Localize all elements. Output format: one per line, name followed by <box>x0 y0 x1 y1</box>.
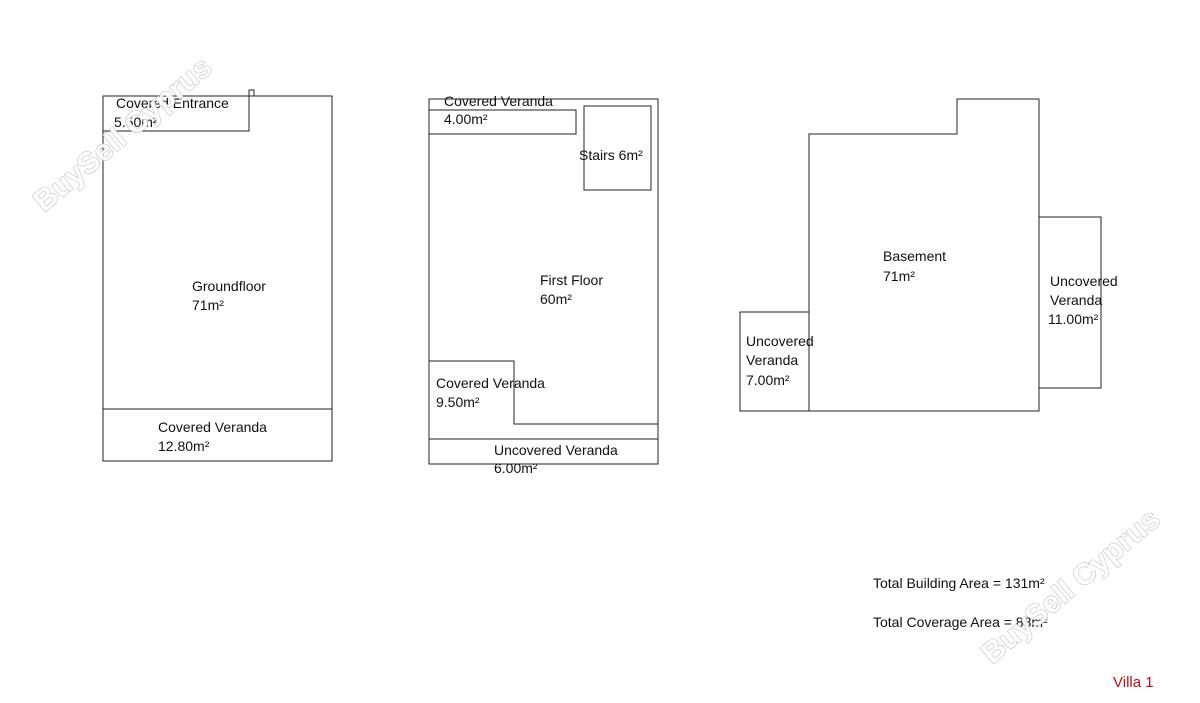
basement-area: 71m² <box>883 268 915 284</box>
basement-right-veranda-area: 11.00m² <box>1048 311 1099 327</box>
total-coverage-area: Total Coverage Area = 88m² <box>873 614 1048 630</box>
villa-label: Villa 1 <box>1113 674 1154 691</box>
first-floor-top-veranda <box>429 109 577 135</box>
total-building-area: Total Building Area = 131m² <box>873 575 1045 591</box>
first-floor-bottom-veranda <box>429 360 658 425</box>
ground-floor-plan: Covered Entrance 5.50m² Groundfloor 71m²… <box>102 89 333 462</box>
covered-entrance-room <box>102 95 250 132</box>
ff-veranda-bottom-name: Covered Veranda <box>436 375 545 391</box>
ff-veranda-top-area: 4.00m² <box>444 111 488 127</box>
groundfloor-veranda-area: 12.80m² <box>158 438 210 454</box>
first-floor-plan: Covered Veranda 4.00m² Stairs 6m² First … <box>428 93 659 476</box>
ff-veranda-top-name: Covered Veranda <box>444 93 553 109</box>
basement-plan: Basement 71m² Uncovered Veranda 11.00m² … <box>739 98 1118 412</box>
watermark-top-left: BuySell Cyprus <box>27 51 218 219</box>
ff-uncovered-area: 6.00m² <box>494 460 538 476</box>
first-floor-name: First Floor <box>540 272 603 288</box>
basement-left-veranda <box>739 311 810 412</box>
basement-left-veranda-line2: Veranda <box>746 352 798 368</box>
basement-right-veranda-line2: Veranda <box>1050 292 1102 308</box>
basement-left-veranda-line1: Uncovered <box>746 333 814 349</box>
basement-right-veranda-line1: Uncovered <box>1050 273 1118 289</box>
entrance-notch <box>248 89 255 97</box>
groundfloor-veranda-name: Covered Veranda <box>158 419 267 435</box>
groundfloor-area: 71m² <box>192 297 224 313</box>
stairs-label: Stairs 6m² <box>579 147 643 163</box>
basement-right-veranda <box>1038 216 1102 389</box>
basement-name: Basement <box>883 248 946 264</box>
first-floor-area: 60m² <box>540 291 572 307</box>
covered-entrance-area: 5.50m² <box>114 114 158 130</box>
basement-left-veranda-area: 7.00m² <box>746 372 790 388</box>
ff-uncovered-name: Uncovered Veranda <box>494 442 618 458</box>
ff-veranda-bottom-area: 9.50m² <box>436 394 480 410</box>
first-floor-outline <box>428 98 659 465</box>
groundfloor-name: Groundfloor <box>192 278 266 294</box>
stairs-room <box>583 105 652 191</box>
covered-entrance-name: Covered Entrance <box>116 95 229 111</box>
